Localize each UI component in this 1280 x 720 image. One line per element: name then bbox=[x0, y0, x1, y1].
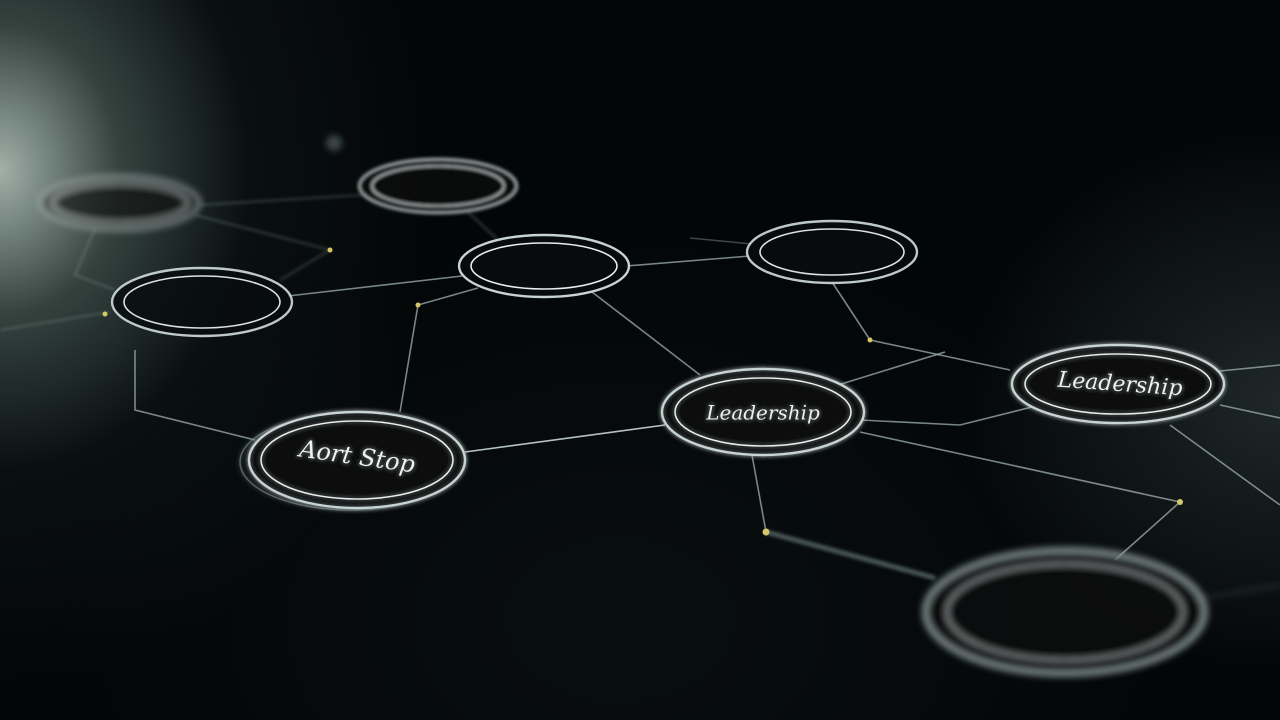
node-ring bbox=[247, 410, 467, 510]
node-bottom-left: Aort Stop bbox=[239, 410, 467, 511]
node-inner-ring bbox=[371, 165, 505, 207]
edge-center-down bbox=[751, 454, 767, 533]
node-top-left bbox=[38, 174, 202, 232]
node-ring bbox=[922, 547, 1208, 677]
edge-upper-bottomleft bbox=[399, 287, 479, 413]
node-right: Leadership bbox=[1010, 343, 1226, 425]
edge-right-offscreen-b bbox=[1219, 404, 1280, 419]
node-upper-center bbox=[457, 233, 631, 299]
edge-center-right bbox=[859, 404, 1041, 426]
node-top-center bbox=[357, 157, 519, 215]
joint-dot bbox=[102, 311, 108, 317]
edge-right-offscreen-a bbox=[1209, 364, 1280, 373]
node-inner-ring bbox=[674, 377, 852, 447]
connection-joints bbox=[102, 135, 1183, 536]
node-bottom-right bbox=[922, 547, 1208, 677]
edge-right-offscreen-c bbox=[1169, 424, 1280, 506]
edge-topleft-down bbox=[73, 227, 116, 291]
edge-center-rightup bbox=[837, 351, 946, 386]
edge-bottomright-offscreen bbox=[1189, 584, 1280, 601]
joint-dot bbox=[867, 337, 873, 343]
joint-dot bbox=[762, 528, 770, 536]
node-upper-mid-left bbox=[110, 266, 294, 338]
node-ring bbox=[457, 233, 631, 299]
node-ring bbox=[110, 266, 294, 338]
node-inner-ring bbox=[260, 420, 454, 500]
node-center: Leadership bbox=[660, 367, 866, 457]
node-inner-ring bbox=[51, 182, 189, 224]
node-inner-ring bbox=[123, 275, 281, 329]
edge-left-offscreen bbox=[0, 311, 111, 331]
edge-upperright-right bbox=[831, 281, 1011, 371]
node-inner-ring bbox=[759, 228, 905, 276]
bokeh-dot bbox=[326, 135, 342, 151]
node-inner-ring bbox=[946, 563, 1184, 661]
node-ring bbox=[1010, 343, 1226, 425]
node-ring bbox=[38, 174, 202, 232]
node-inner-ring bbox=[1024, 353, 1212, 415]
node-upper-right bbox=[745, 219, 919, 285]
node-label: Leadership bbox=[705, 401, 820, 425]
edge-top-horizontal bbox=[199, 194, 363, 206]
node-ring bbox=[357, 157, 519, 215]
edge-upper-upperright bbox=[625, 255, 751, 267]
edge-topcenter-upper bbox=[467, 211, 499, 241]
joint-dot bbox=[415, 302, 421, 308]
edge-upperright-stub bbox=[689, 237, 753, 245]
edge-bottomleft-center bbox=[464, 424, 666, 453]
joint-dot bbox=[327, 247, 333, 253]
node-ring bbox=[660, 367, 866, 457]
node-ring bbox=[745, 219, 919, 285]
edge-uppermid-bottomleft bbox=[134, 350, 256, 441]
joint-dot bbox=[1177, 499, 1183, 505]
node-inner-ring bbox=[470, 242, 618, 290]
edge-upper-center bbox=[591, 291, 701, 376]
edge-uppermid-upper bbox=[287, 275, 463, 297]
edge-center-bottomright bbox=[859, 431, 1182, 561]
edge-down-bottomright bbox=[765, 529, 936, 581]
